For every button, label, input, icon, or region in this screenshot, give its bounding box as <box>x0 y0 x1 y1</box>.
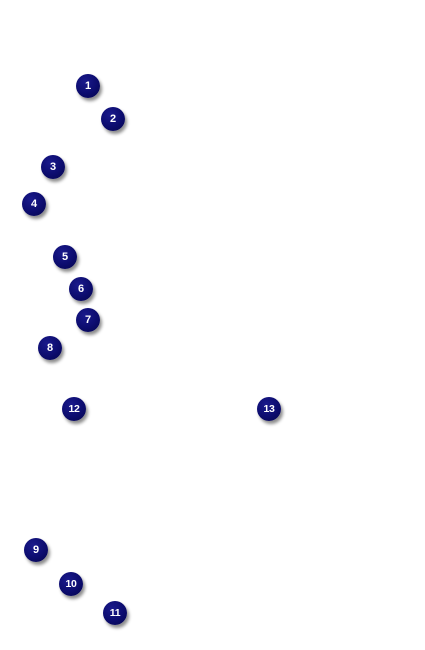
callout-marker-4[interactable]: 4 <box>22 192 46 216</box>
callout-marker-12[interactable]: 12 <box>62 397 86 421</box>
callout-marker-7[interactable]: 7 <box>76 308 100 332</box>
callout-marker-8[interactable]: 8 <box>38 336 62 360</box>
callout-marker-11[interactable]: 11 <box>103 601 127 625</box>
callout-marker-13[interactable]: 13 <box>257 397 281 421</box>
callout-marker-5[interactable]: 5 <box>53 245 77 269</box>
callout-marker-9[interactable]: 9 <box>24 538 48 562</box>
callout-marker-6[interactable]: 6 <box>69 277 93 301</box>
callout-marker-3[interactable]: 3 <box>41 155 65 179</box>
callout-marker-2[interactable]: 2 <box>101 107 125 131</box>
callout-marker-1[interactable]: 1 <box>76 74 100 98</box>
callout-marker-10[interactable]: 10 <box>59 572 83 596</box>
